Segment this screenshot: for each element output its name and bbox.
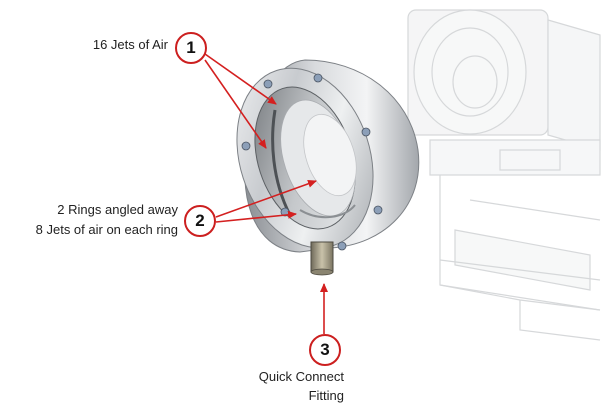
callout-3-badge: 3: [309, 334, 341, 366]
arrow-1a: [204, 53, 277, 105]
callout-2-label-line-2: 8 Jets of air on each ring: [35, 222, 178, 237]
bolt-heads: [241, 73, 383, 251]
callout-3-label-line-2: Fitting: [308, 388, 344, 403]
ghost-machine: [407, 9, 601, 341]
callout-1-badge: 1: [175, 32, 207, 64]
arrow-2b: [215, 210, 297, 223]
arrow-1b: [204, 59, 267, 149]
callout-3-label-line-1: Quick Connect: [258, 369, 344, 384]
callout-2-badge: 2: [184, 205, 216, 237]
quick-connect-fitting: [310, 241, 334, 276]
callout-arrows: [204, 53, 328, 334]
arrow-2a: [215, 179, 317, 218]
callout-1-label: 16 Jets of Air: [92, 37, 168, 52]
callout-2-label-line-1: 2 Rings angled away: [57, 202, 178, 217]
